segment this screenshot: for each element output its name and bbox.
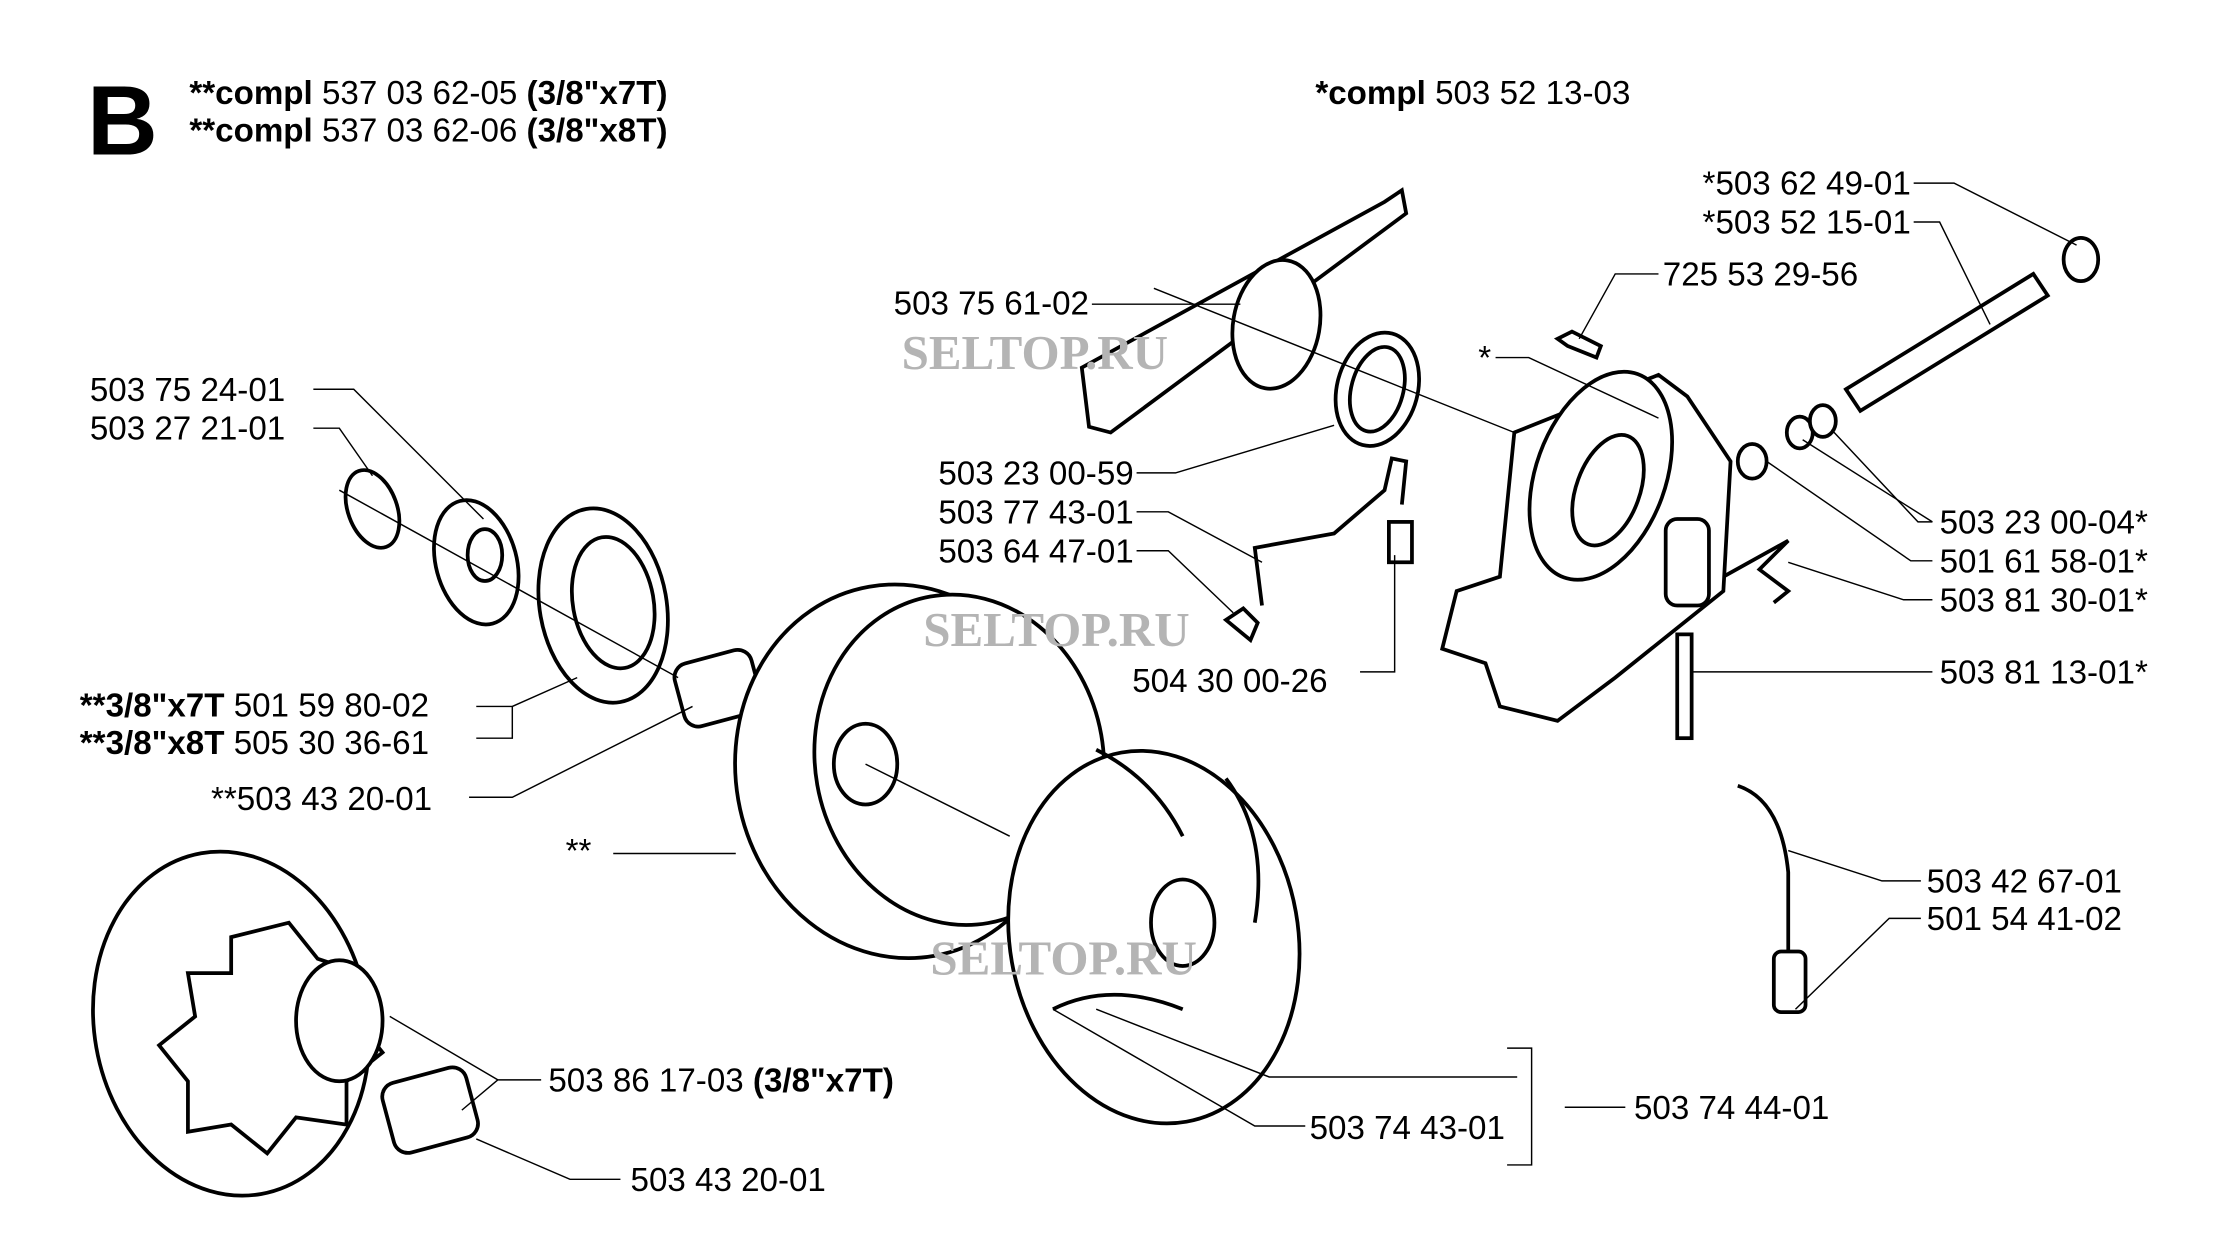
part-label: **503 43 20-01 [211, 781, 432, 818]
part-drawings [91, 187, 2101, 1198]
part-label: *503 62 49-01 [1703, 166, 1911, 203]
part-label: 503 74 44-01 [1634, 1090, 1829, 1127]
part-label: 503 77 43-01 [938, 494, 1133, 531]
watermark: SELTOP.RU [923, 602, 1189, 657]
watermark: SELTOP.RU [930, 931, 1196, 986]
part-label: 503 74 43-01 [1310, 1110, 1505, 1147]
part-label: 501 54 41-02 [1927, 901, 2122, 938]
part-label: 503 86 17-03 (3/8"x7T) [548, 1062, 894, 1099]
part-label: *503 52 15-01 [1703, 205, 1911, 242]
compl-503521303: *compl 503 52 13-03 [1315, 75, 1630, 112]
part-label: 503 23 00-04* [1940, 504, 2148, 541]
part-label: **3/8"x7T 501 59 80-02 [80, 688, 429, 725]
watermark: SELTOP.RU [902, 325, 1168, 380]
part-label: * [1478, 340, 1491, 377]
part-label: 503 42 67-01 [1927, 863, 2122, 900]
part-label: 503 64 47-01 [938, 533, 1133, 570]
part-label: 503 75 61-02 [894, 285, 1089, 322]
part-label: 503 81 30-01* [1940, 582, 2148, 619]
section-letter: B [87, 65, 158, 175]
part-label: 503 23 00-59 [938, 455, 1133, 492]
part-label: 725 53 29-56 [1663, 256, 1858, 293]
compl-537036206: **compl 537 03 62-06 (3/8"x8T) [189, 112, 667, 149]
part-label: 503 43 20-01 [631, 1162, 826, 1199]
part-label: **3/8"x8T 505 30 36-61 [80, 725, 429, 762]
leader-lines [313, 182, 2077, 1181]
part-label: 503 81 13-01* [1940, 654, 2148, 691]
part-label: 501 61 58-01* [1940, 543, 2148, 580]
part-label: 503 75 24-01 [90, 372, 285, 409]
part-label: ** [566, 833, 592, 870]
part-label: 504 30 00-26 [1132, 663, 1327, 700]
compl-537036205: **compl 537 03 62-05 (3/8"x7T) [189, 75, 667, 112]
part-label: 503 27 21-01 [90, 411, 285, 448]
